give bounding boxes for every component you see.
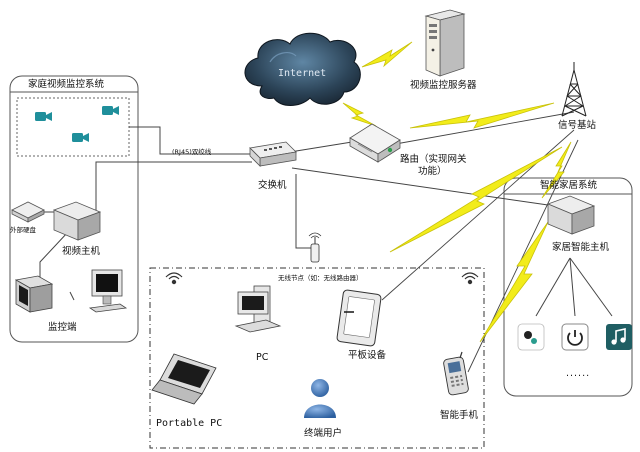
host-box-icon [52, 201, 102, 241]
desktop-pc-icon [234, 285, 282, 333]
switch-label: 交换机 [258, 180, 287, 191]
host-box-icon [546, 195, 596, 235]
external-hdd-label: 外部硬盘 [10, 226, 36, 234]
router-label: 路由（实现网关 [400, 154, 467, 165]
base-station-label: 信号基站 [558, 120, 597, 131]
internet-label: Internet [278, 68, 327, 79]
home-host-label: 家居智能主机 [552, 242, 610, 253]
video-camera-icon [102, 106, 119, 115]
video-server-label: 视频监控服务器 [410, 80, 477, 91]
wireless-node-label: 无线节点（如：无线路由器） [278, 274, 363, 282]
portable-pc-label: Portable PC [156, 418, 223, 429]
smart-home-system-title: 智能家居系统 [540, 180, 598, 191]
end-user-label: 终端用户 [304, 428, 343, 439]
sensor-icon [517, 323, 545, 351]
router-label-line2: 功能） [418, 166, 447, 177]
video-camera-icon [72, 133, 89, 142]
router-icon [349, 123, 401, 163]
wired-connections [39, 126, 613, 317]
smartphone-icon [443, 351, 469, 396]
smartphone-label: 智能手机 [440, 410, 479, 421]
tablet-label: 平板设备 [348, 350, 387, 361]
video-camera-icon [35, 112, 52, 121]
pc-label: PC [256, 352, 269, 363]
lightning-bolts [342, 41, 572, 343]
antenna-tower-icon [561, 62, 587, 117]
home-video-system-title: 家庭视频监控系统 [28, 79, 105, 90]
music-icon [606, 324, 632, 350]
tablet-icon [336, 289, 382, 347]
monitor-end-label: 监控端 [48, 322, 77, 333]
cloud-icon [244, 32, 361, 106]
more-devices-dots: ...... [566, 368, 591, 379]
crt-monitor-icon [14, 275, 54, 313]
crt-monitor-icon [88, 269, 128, 313]
laptop-icon [151, 353, 217, 405]
power-icon [561, 323, 589, 351]
switch-icon [249, 141, 297, 167]
wifi-signal-icon [165, 272, 183, 285]
wifi-signal-icon [461, 272, 479, 285]
wireless-ap-icon [308, 232, 322, 263]
cable-label: (RJ45)双绞线 [172, 148, 212, 156]
hard-disk-icon [11, 201, 45, 223]
video-host-label: 视频主机 [62, 246, 101, 257]
wireless-area-box [149, 267, 485, 449]
server-icon [424, 9, 466, 77]
user-icon [304, 379, 336, 418]
